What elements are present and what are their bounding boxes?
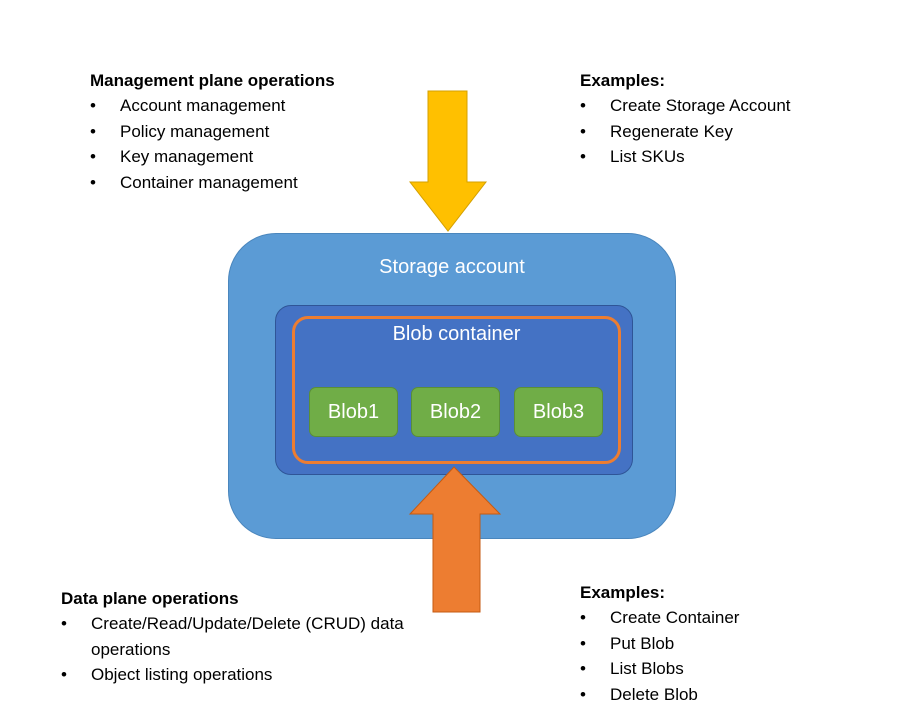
management-plane-title: Management plane operations xyxy=(90,71,335,90)
data-example-item: Create Container xyxy=(580,605,880,631)
data-arrow-shape xyxy=(408,466,502,613)
management-plane-block: Management plane operations Account mana… xyxy=(90,68,410,195)
data-examples-list: Create Container Put Blob List Blobs Del… xyxy=(580,605,880,707)
management-example-item: Create Storage Account xyxy=(580,93,880,119)
management-plane-item: Policy management xyxy=(90,119,410,145)
data-example-item: List Blobs xyxy=(580,656,880,682)
data-example-item: Delete Blob xyxy=(580,682,880,708)
data-plane-list: Create/Read/Update/Delete (CRUD) data op… xyxy=(61,611,421,688)
management-plane-list: Account management Policy management Key… xyxy=(90,93,410,195)
storage-account-label: Storage account xyxy=(379,256,525,278)
data-plane-arrow xyxy=(408,466,502,613)
blob-container-border: Blob container xyxy=(292,316,621,464)
blob-2: Blob2 xyxy=(411,387,500,437)
blob-1: Blob1 xyxy=(309,387,398,437)
management-plane-item: Key management xyxy=(90,144,410,170)
management-examples-block: Examples: Create Storage Account Regener… xyxy=(580,68,880,170)
data-example-item: Put Blob xyxy=(580,631,880,657)
data-plane-item: Create/Read/Update/Delete (CRUD) data op… xyxy=(61,611,411,662)
management-plane-arrow xyxy=(408,90,488,232)
blob-container-label: Blob container xyxy=(392,323,521,345)
management-arrow-shape xyxy=(408,90,488,232)
data-examples-block: Examples: Create Container Put Blob List… xyxy=(580,580,880,707)
data-examples-title: Examples: xyxy=(580,583,666,602)
management-examples-list: Create Storage Account Regenerate Key Li… xyxy=(580,93,880,170)
blob-3: Blob3 xyxy=(514,387,603,437)
management-plane-item: Container management xyxy=(90,170,410,196)
data-plane-item: Object listing operations xyxy=(61,662,421,688)
data-plane-block: Data plane operations Create/Read/Update… xyxy=(61,586,421,688)
management-example-item: List SKUs xyxy=(580,144,880,170)
management-example-item: Regenerate Key xyxy=(580,119,880,145)
management-plane-item: Account management xyxy=(90,93,410,119)
data-plane-title: Data plane operations xyxy=(61,589,239,608)
management-examples-title: Examples: xyxy=(580,71,666,90)
